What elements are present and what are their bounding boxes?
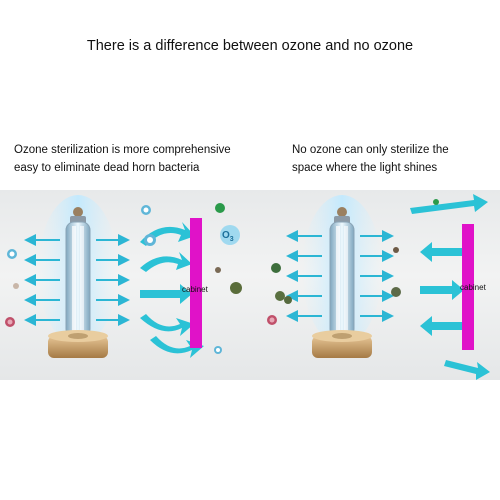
no-ozone-caption: No ozone can only sterilize the space wh… — [292, 141, 492, 177]
bounce-arrows — [410, 194, 490, 380]
ozone-molecule-icon — [7, 205, 240, 354]
uv-lamp-icon — [48, 207, 108, 358]
ozone-symbol: O — [222, 230, 230, 241]
uv-lamp-icon — [312, 207, 372, 358]
no-ozone-caption-line2: space where the light shines — [292, 162, 438, 174]
arrow-icon — [420, 316, 462, 336]
ozone-caption-line1: Ozone sterilization is more comprehensiv… — [14, 144, 231, 156]
no-ozone-scene: cabinet — [250, 190, 500, 380]
left-arrows — [24, 234, 60, 326]
right-arrows — [96, 234, 130, 326]
arrow-icon — [420, 242, 462, 262]
ozone-caption: Ozone sterilization is more comprehensiv… — [14, 141, 254, 177]
cabinet-label: cabinet — [460, 283, 486, 292]
arrow-icon — [410, 194, 488, 214]
arrow-icon — [140, 252, 192, 272]
page-title: There is a difference between ozone and … — [86, 38, 414, 54]
ozone-scene-illustration — [5, 195, 242, 358]
left-arrows — [286, 230, 322, 322]
ozone-scene: O3 cabinet — [0, 190, 250, 380]
ozone-symbol-label: O3 — [222, 230, 234, 243]
arrow-icon — [420, 280, 464, 300]
arrow-icon — [140, 314, 194, 336]
bacteria-icon — [5, 203, 242, 327]
ozone-subscript: 3 — [229, 236, 234, 243]
no-ozone-caption-line1: No ozone can only sterilize the — [292, 144, 449, 156]
cabinet-panel — [462, 224, 474, 350]
arrow-icon — [140, 284, 192, 304]
arrow-icon — [140, 222, 195, 246]
right-arrows — [360, 230, 394, 322]
arrow-icon — [444, 360, 490, 380]
ozone-caption-line2: easy to eliminate dead horn bacteria — [14, 162, 200, 174]
germ-icon — [267, 199, 439, 325]
cabinet-panel — [190, 218, 202, 348]
no-ozone-scene-illustration — [267, 194, 490, 380]
cabinet-label: cabinet — [182, 285, 208, 294]
